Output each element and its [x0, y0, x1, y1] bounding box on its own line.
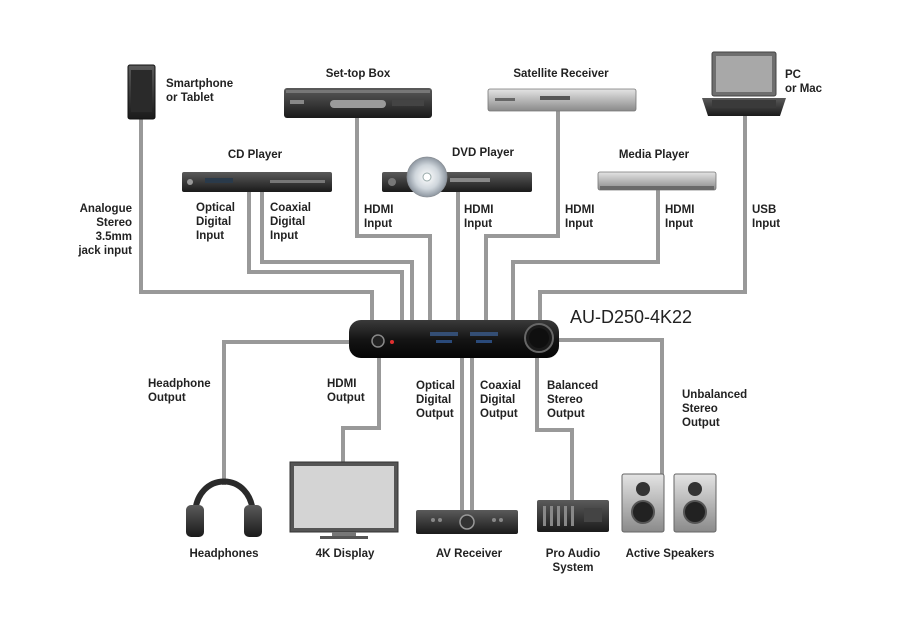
- media-player-icon: [597, 171, 717, 191]
- cable-media-hdmi: [511, 190, 660, 322]
- pro-audio-label: Pro Audio System: [545, 548, 601, 574]
- cable-headphone-output: [222, 340, 352, 485]
- cable-settop-hdmi: [355, 118, 432, 322]
- headphones-icon: [186, 478, 262, 537]
- laptop-icon: [702, 51, 786, 116]
- analogue-input-label: Analogue Stereo 3.5mm jack input: [78, 203, 132, 257]
- pro-audio-icon: [537, 500, 609, 532]
- cable-satellite-hdmi: [484, 110, 560, 322]
- cable-analogue-input: [139, 118, 374, 322]
- av-receiver-label: AV Receiver: [435, 548, 503, 560]
- satellite-hdmi-input-label: HDMI Input: [565, 204, 595, 230]
- cable-unbalanced-output: [555, 338, 664, 510]
- cd-player-label: CD Player: [227, 149, 283, 161]
- au-d250-device: [349, 320, 559, 358]
- satellite-receiver-label: Satellite Receiver: [513, 68, 609, 80]
- cable-hdmi-output: [341, 352, 381, 463]
- cables: [139, 110, 747, 512]
- cable-coaxial-input: [260, 192, 414, 322]
- balanced-output-label: Balanced Stereo Output: [547, 380, 599, 420]
- headphones-label: Headphones: [189, 548, 259, 560]
- settop-box-label: Set-top Box: [325, 68, 391, 80]
- satellite-receiver-icon: [487, 88, 637, 112]
- optical-input-label: Optical Digital Input: [196, 202, 235, 242]
- hdmi-output-label: HDMI Output: [327, 378, 365, 404]
- media-player-label: Media Player: [618, 149, 690, 161]
- media-hdmi-input-label: HDMI Input: [665, 204, 695, 230]
- av-receiver-icon: [416, 510, 518, 534]
- display-label: 4K Display: [315, 548, 375, 560]
- cable-usb-input: [538, 116, 747, 322]
- speakers-icon: [621, 473, 717, 533]
- display-icon: [289, 461, 399, 539]
- usb-input-label: USB Input: [752, 204, 781, 230]
- unbalanced-output-label: Unbalanced Stereo Output: [682, 389, 748, 429]
- cd-player-icon: [182, 172, 332, 192]
- dvd-player-icon: [382, 156, 532, 198]
- smartphone-icon: [127, 64, 156, 120]
- pc-label: PC or Mac: [785, 69, 823, 95]
- settop-box-icon: [284, 88, 432, 118]
- speakers-label: Active Speakers: [625, 548, 715, 560]
- model-label: AU-D250-4K22: [570, 307, 693, 327]
- cable-balanced-output: [535, 352, 574, 500]
- dvd-player-label: DVD Player: [451, 147, 515, 159]
- settop-hdmi-input-label: HDMI Input: [364, 204, 394, 230]
- headphone-output-label: Headphone Output: [148, 378, 211, 404]
- dvd-hdmi-input-label: HDMI Input: [464, 204, 494, 230]
- cable-optical-input: [247, 192, 404, 322]
- smartphone-label: Smartphone or Tablet: [166, 78, 234, 104]
- coaxial-output-label: Coaxial Digital Output: [480, 380, 521, 420]
- coaxial-input-label: Coaxial Digital Input: [270, 202, 311, 242]
- optical-output-label: Optical Digital Output: [416, 380, 455, 420]
